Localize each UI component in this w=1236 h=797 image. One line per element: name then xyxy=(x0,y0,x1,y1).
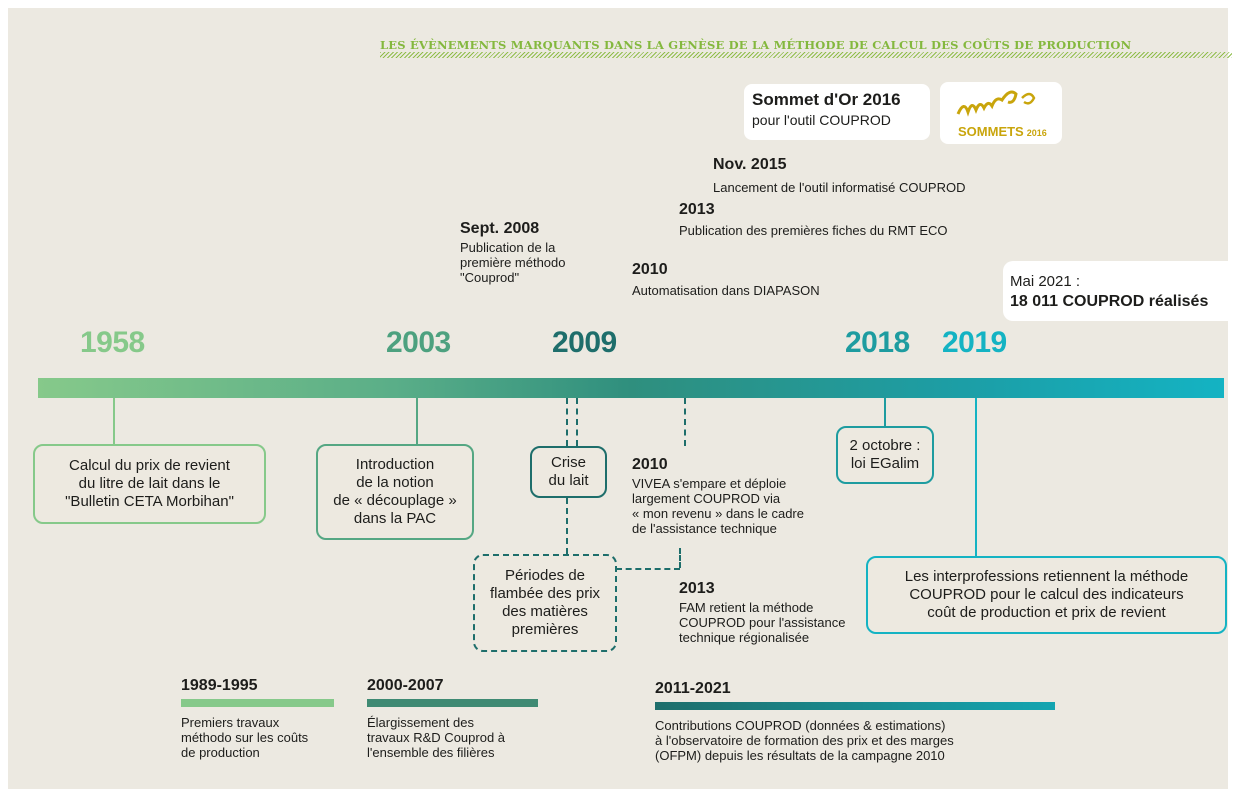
box-line: loi EGalim xyxy=(850,455,920,472)
box-line: de la notion xyxy=(356,474,434,491)
event-2013-text: Publication des premières fiches du RMT … xyxy=(679,223,948,238)
event-line: VIVEA s'empare et déploie xyxy=(632,476,787,491)
box-line: Introduction xyxy=(355,456,435,473)
event-line: « mon revenu » dans le cadre xyxy=(632,506,804,521)
sommets-logo-icon xyxy=(956,90,1036,117)
connector-2009-a xyxy=(566,398,568,446)
event-2010-text: Automatisation dans DIAPASON xyxy=(632,283,820,298)
period-line: l'ensemble des filières xyxy=(367,745,495,760)
connector-2003 xyxy=(416,398,418,444)
box-line: coût de production et prix de revient xyxy=(927,604,1166,621)
page-title: LES ÉVÈNEMENTS MARQUANTS DANS LA GENÈSE … xyxy=(380,38,1132,52)
box-crise-du-lait: Crise du lait xyxy=(530,446,607,498)
box-line: du lait xyxy=(548,472,589,489)
year-2018: 2018 xyxy=(845,326,910,359)
box-line: Crise xyxy=(550,454,586,471)
event-2010-vivea-text: VIVEA s'empare et déploie largement COUP… xyxy=(632,476,804,536)
box-1958: Calcul du prix de revient du litre de la… xyxy=(33,444,266,524)
event-2008-text: Publication de la première méthodo "Coup… xyxy=(460,240,566,285)
period-1989-bar xyxy=(181,699,334,707)
period-2011-bar xyxy=(655,702,1055,710)
box-line: 2 octobre : xyxy=(849,437,921,454)
year-2009: 2009 xyxy=(552,326,617,359)
connector-2019 xyxy=(975,398,977,556)
box-line: flambée des prix xyxy=(489,585,601,602)
logo-sommets-label: SOMMETS xyxy=(958,124,1024,139)
year-2003: 2003 xyxy=(386,326,451,359)
event-line: COUPROD pour l'assistance xyxy=(679,615,846,630)
period-line: travaux R&D Couprod à xyxy=(367,730,506,745)
period-line: (OFPM) depuis les résultats de la campag… xyxy=(655,748,945,763)
event-2008-line: Publication de la xyxy=(460,240,556,255)
event-line: de l'assistance technique xyxy=(632,521,777,536)
box-line: dans la PAC xyxy=(353,510,437,527)
box-2003: Introduction de la notion de « découplag… xyxy=(316,444,474,540)
connector-2009-b xyxy=(576,398,578,446)
box-line: de « découplage » xyxy=(333,492,457,509)
award-subtitle: pour l'outil COUPROD xyxy=(752,112,891,128)
event-2010-date: 2010 xyxy=(632,261,668,278)
title-underline xyxy=(380,52,1232,58)
connector-flambee-2013 xyxy=(616,568,680,570)
event-nov2015-text: Lancement de l'outil informatisé COUPROD xyxy=(713,180,966,195)
award-card xyxy=(744,84,930,140)
event-line: technique régionalisée xyxy=(679,630,810,645)
year-1958: 1958 xyxy=(80,326,145,359)
mai-2021-card xyxy=(1003,261,1231,321)
year-2019: 2019 xyxy=(942,326,1007,359)
period-2000-bar xyxy=(367,699,538,707)
box-line: Calcul du prix de revient xyxy=(69,457,230,474)
period-line: Élargissement des xyxy=(367,715,474,730)
period-2011-text: Contributions COUPROD (données & estimat… xyxy=(655,718,954,763)
period-line: Contributions COUPROD (données & estimat… xyxy=(655,718,946,733)
mai-2021-line1: Mai 2021 : xyxy=(1010,273,1081,290)
period-1989-text: Premiers travaux méthodo sur les coûts d… xyxy=(181,715,308,760)
box-line: premières xyxy=(511,621,579,638)
event-2013-date: 2013 xyxy=(679,201,715,218)
event-2013-fam-date: 2013 xyxy=(679,580,715,597)
event-line: FAM retient la méthode xyxy=(679,600,814,615)
box-line: COUPROD pour le calcul des indicateurs xyxy=(909,586,1184,603)
connector-2018 xyxy=(884,398,886,426)
award-title: Sommet d'Or 2016 xyxy=(752,90,901,109)
connector-crise-flambee xyxy=(566,498,568,554)
box-flambee-prix: Périodes de flambée des prix des matière… xyxy=(473,554,617,652)
timeline-bar xyxy=(38,378,1224,398)
box-line: du litre de lait dans le xyxy=(78,475,221,492)
event-2010-vivea-date: 2010 xyxy=(632,456,668,473)
period-line: Premiers travaux xyxy=(181,715,280,730)
box-line: "Bulletin CETA Morbihan" xyxy=(65,493,234,510)
period-2000-title: 2000-2007 xyxy=(367,677,444,694)
event-2008-line: première méthodo xyxy=(460,255,566,270)
box-egalim: 2 octobre : loi EGalim xyxy=(836,426,934,484)
box-interprofessions: Les interprofessions retiennent la métho… xyxy=(866,556,1227,634)
connector-2010 xyxy=(684,398,686,446)
box-line: Les interprofessions retiennent la métho… xyxy=(904,568,1189,585)
event-line: largement COUPROD via xyxy=(632,491,781,506)
event-2008-line: "Couprod" xyxy=(460,270,520,285)
logo-year-label: 2016 xyxy=(1026,128,1047,138)
mai-2021-line2: 18 011 COUPROD réalisés xyxy=(1010,293,1209,310)
connector-2013-vertical xyxy=(679,548,681,568)
period-2011-title: 2011-2021 xyxy=(655,680,731,697)
box-line: des matières xyxy=(502,603,588,620)
period-line: à l'observatoire de formation des prix e… xyxy=(655,733,954,748)
period-line: méthodo sur les coûts xyxy=(181,730,309,745)
event-nov2015-date: Nov. 2015 xyxy=(713,156,787,173)
connector-1958 xyxy=(113,398,115,444)
period-line: de production xyxy=(181,745,260,760)
event-2008-date: Sept. 2008 xyxy=(460,220,540,237)
box-line: Périodes de xyxy=(504,567,586,584)
period-1989-title: 1989-1995 xyxy=(181,677,258,694)
period-2000-text: Élargissement des travaux R&D Couprod à … xyxy=(367,715,505,760)
event-2013-fam-text: FAM retient la méthode COUPROD pour l'as… xyxy=(679,600,845,645)
